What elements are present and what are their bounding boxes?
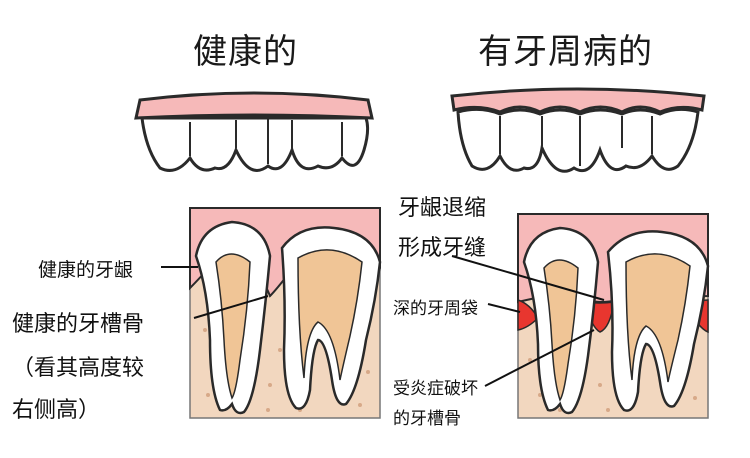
periodontal-title: 有牙周病的 [478,32,653,72]
leader-recession [451,255,605,301]
healthy-cross-section [189,207,382,419]
label-healthy-gum: 健康的牙龈 [38,259,134,281]
label-bone-note-line1: （看其高度较 [12,356,145,381]
label-deep-pocket: 深的牙周袋 [393,299,478,319]
leader-deep-pocket [487,303,521,313]
healthy-teeth-row [140,116,370,172]
healthy-teeth-arch [134,91,374,172]
leader-healthy-bone [193,295,269,319]
periodontal-cross-section [517,213,710,419]
periodontal-teeth-arch [450,87,706,173]
leader-damaged-bone [484,329,595,387]
label-recession-line1: 牙龈退缩 [398,196,487,221]
label-bone-note-line2: 右侧高） [12,398,101,423]
label-damaged-bone-line2: 的牙槽骨 [393,409,461,429]
receded-gum-band [450,87,706,114]
label-damaged-bone-line1: 受炎症破坏 [393,379,478,399]
healthy-gum-band [134,91,374,120]
label-healthy-bone: 健康的牙槽骨 [12,312,145,337]
periodontal-teeth-row [456,107,700,173]
healthy-title: 健康的 [193,32,298,72]
leader-lines [161,255,605,387]
label-recession-line2: 形成牙缝 [398,236,487,261]
